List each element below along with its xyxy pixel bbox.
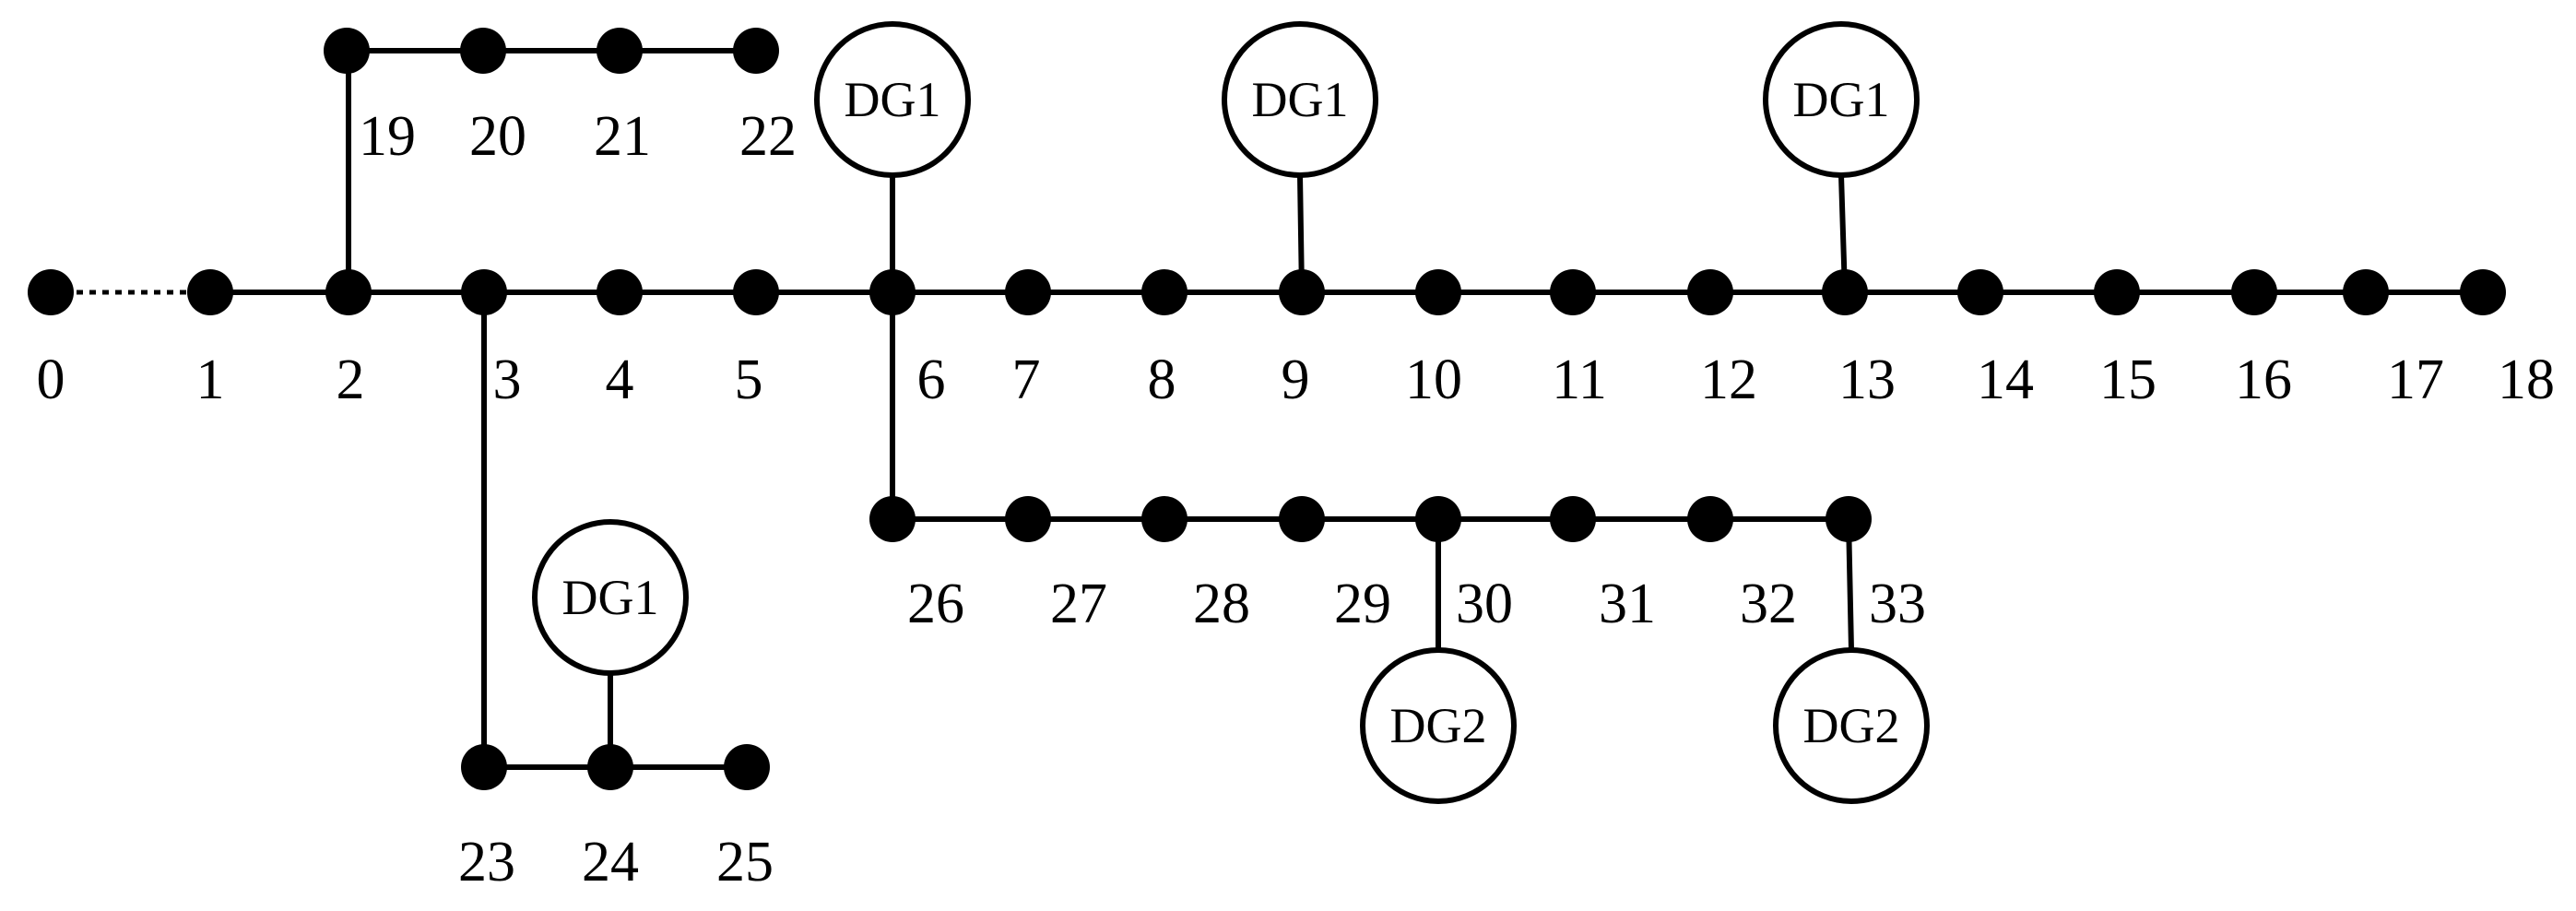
- bus-node: [869, 269, 916, 315]
- generator-symbol: [1773, 647, 1930, 804]
- generator-label: DG1: [845, 72, 941, 127]
- bus-node: [1550, 269, 1596, 315]
- bus-label: 25: [716, 831, 774, 893]
- bus-label: 14: [1977, 349, 2034, 411]
- bus-label: 30: [1456, 573, 1513, 635]
- bus-label: 21: [594, 105, 651, 168]
- bus-node: [461, 744, 507, 790]
- bus-node: [1826, 496, 1872, 542]
- bus-node: [1279, 496, 1325, 542]
- generator-symbol: [1360, 647, 1517, 804]
- bus-node: [461, 269, 507, 315]
- bus-node: [724, 744, 770, 790]
- bus-node: [597, 269, 643, 315]
- bus-node: [733, 28, 779, 74]
- generator-label: DG1: [1252, 72, 1349, 127]
- bus-label: 9: [1282, 349, 1310, 411]
- bus-label: 28: [1193, 573, 1250, 635]
- nodes-layer: [28, 28, 2506, 790]
- bus-node: [1415, 496, 1461, 542]
- bus-node: [2460, 269, 2506, 315]
- bus-label: 8: [1148, 349, 1176, 411]
- bus-label: 5: [735, 349, 763, 411]
- generator-symbol: [532, 519, 689, 676]
- bus-node: [733, 269, 779, 315]
- bus-label: 13: [1838, 349, 1896, 411]
- bus-label: 16: [2235, 349, 2292, 411]
- generator-symbol: [1222, 21, 1378, 178]
- bus-node: [597, 28, 643, 74]
- bus-label: 7: [1012, 349, 1041, 411]
- bus-label: 0: [37, 349, 65, 411]
- bus-label: 20: [469, 105, 526, 168]
- bus-node: [1279, 269, 1325, 315]
- bus-node: [1687, 269, 1733, 315]
- bus-node: [1687, 496, 1733, 542]
- bus-node: [324, 28, 370, 74]
- bus-label: 23: [458, 831, 515, 893]
- bus-node: [1550, 496, 1596, 542]
- bus-node: [325, 269, 372, 315]
- bus-label: 1: [196, 349, 225, 411]
- bus-node: [28, 269, 74, 315]
- generator-symbol: [814, 21, 971, 178]
- bus-label: 17: [2387, 349, 2444, 411]
- generator-label: DG2: [1390, 698, 1487, 753]
- bus-node: [1141, 269, 1188, 315]
- generator-label: DG1: [1793, 72, 1890, 127]
- bus-label: 4: [606, 349, 634, 411]
- bus-node: [1141, 496, 1188, 542]
- bus-label: 11: [1552, 349, 1607, 411]
- bus-label: 26: [907, 573, 964, 635]
- bus-node: [587, 744, 633, 790]
- generator-label: DG2: [1803, 698, 1900, 753]
- bus-label: 10: [1405, 349, 1462, 411]
- bus-label: 22: [739, 105, 797, 168]
- bus-node: [1415, 269, 1461, 315]
- bus-label: 29: [1334, 573, 1391, 635]
- bus-label: 32: [1740, 573, 1797, 635]
- bus-label: 18: [2498, 349, 2555, 411]
- line-n2-n19: [344, 48, 351, 295]
- bus-node: [2343, 269, 2389, 315]
- bus-label: 12: [1700, 349, 1757, 411]
- bus-label: 6: [917, 349, 946, 411]
- generator-label: DG1: [562, 570, 659, 625]
- bus-node: [460, 28, 506, 74]
- bus-node: [1957, 269, 2003, 315]
- generator-symbol: [1763, 21, 1920, 178]
- bus-node: [2231, 269, 2277, 315]
- bus-node: [1822, 269, 1868, 315]
- bus-label: 3: [493, 349, 522, 411]
- bus-label: 15: [2099, 349, 2157, 411]
- bus-label: 33: [1869, 573, 1926, 635]
- bus-node: [869, 496, 916, 542]
- bus-node: [187, 269, 233, 315]
- bus-label: 19: [359, 105, 416, 168]
- bus-label: 2: [337, 349, 365, 411]
- bus-node: [1005, 269, 1051, 315]
- bus-node: [1005, 496, 1051, 542]
- bus-label: 24: [582, 831, 639, 893]
- bus-label: 27: [1050, 573, 1107, 635]
- bus-node: [2094, 269, 2140, 315]
- bus-label: 31: [1599, 573, 1656, 635]
